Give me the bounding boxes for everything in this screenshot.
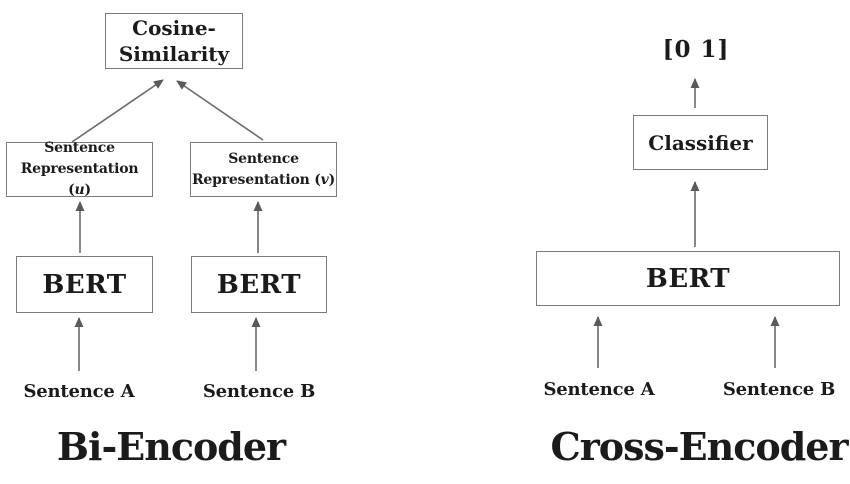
bi-encoder-sentence-a-label: Sentence A xyxy=(23,381,135,402)
cosine-similarity-box: Cosine- Similarity xyxy=(105,13,243,69)
rep-v-label-line1: Sentence xyxy=(228,150,299,167)
cross-encoder-title: Cross-Encoder xyxy=(550,424,848,469)
classifier-box: Classifier xyxy=(633,115,768,170)
rep-u-label-line1: Sentence xyxy=(44,140,115,156)
output-01-label: [0 1] xyxy=(662,36,730,63)
cosine-similarity-label-line2: Similarity xyxy=(118,42,230,66)
bert-wide-label: BERT xyxy=(645,263,731,294)
bert-right-label: BERT xyxy=(216,269,302,300)
rep-u-label-line2: Representation (u) xyxy=(20,161,139,198)
bert-box-right: BERT xyxy=(191,256,327,313)
bert-left-label: BERT xyxy=(42,269,127,300)
cross-encoder-sentence-a-label: Sentence A xyxy=(543,379,655,400)
variable-v: v xyxy=(320,171,329,188)
cosine-similarity-label-line1: Cosine- xyxy=(132,16,216,40)
arrow-rep-v-to-cosine xyxy=(176,80,264,141)
sentence-representation-u-box: Sentence Representation (u) xyxy=(6,140,153,198)
variable-u: u xyxy=(74,182,85,198)
sentence-representation-v-box: Sentence Representation (v) xyxy=(190,142,337,197)
arrow-rep-u-to-cosine xyxy=(71,79,164,143)
bi-encoder-title: Bi-Encoder xyxy=(56,424,286,469)
rep-v-label-line2: Representation (v) xyxy=(191,171,336,188)
bi-encoder-sentence-b-label: Sentence B xyxy=(202,381,316,402)
bert-box-wide: BERT xyxy=(536,251,840,306)
bert-box-left: BERT xyxy=(16,256,153,313)
cross-encoder-sentence-b-label: Sentence B xyxy=(722,379,836,400)
classifier-label: Classifier xyxy=(648,130,753,155)
